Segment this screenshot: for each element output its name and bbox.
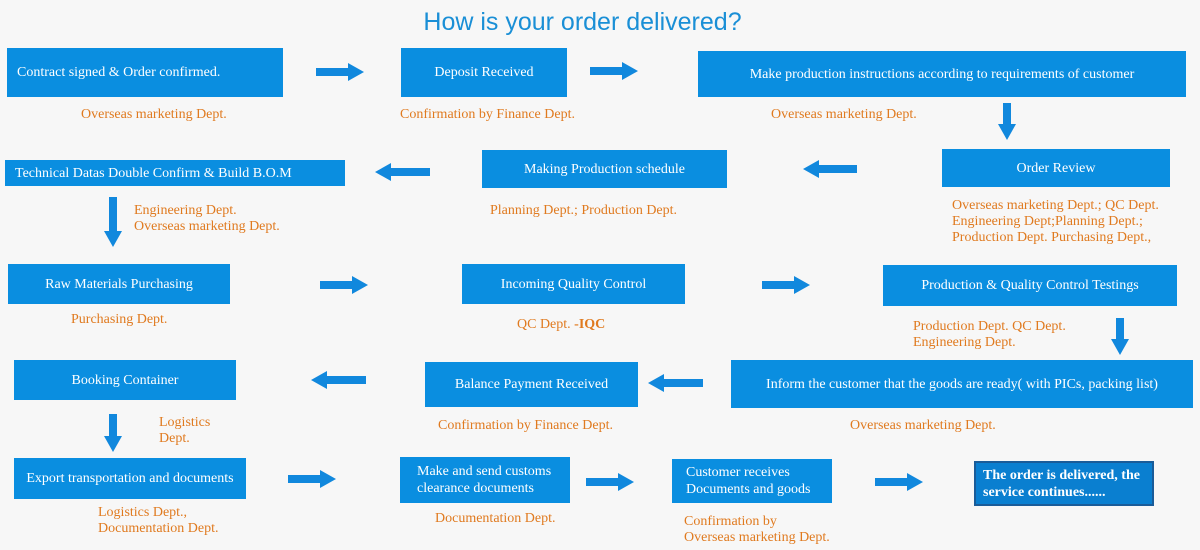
step-production-schedule: Making Production schedule xyxy=(482,150,727,188)
step-export-transportation: Export transportation and documents xyxy=(14,458,246,499)
arrow-review-to-schedule xyxy=(803,160,857,178)
dept-customs: Documentation Dept. xyxy=(435,511,556,526)
arrow-inform-to-balance xyxy=(648,374,703,392)
arrow-deposit-to-instructions xyxy=(590,62,638,80)
dept-balance: Confirmation by Finance Dept. xyxy=(438,418,613,433)
step-balance-payment: Balance Payment Received xyxy=(425,362,638,407)
arrow-technical-to-raw xyxy=(104,197,122,247)
dept-technical: Engineering Dept. Overseas marketing Dep… xyxy=(134,203,280,234)
arrow-export-to-customs xyxy=(288,470,336,488)
step-production-instructions: Make production instructions according t… xyxy=(698,51,1186,97)
diagram-title: How is your order delivered? xyxy=(423,8,742,36)
dept-booking: Logistics Dept. xyxy=(159,415,211,446)
step-deposit: Deposit Received xyxy=(401,48,567,97)
arrow-iqc-to-testing xyxy=(762,276,810,294)
arrow-instructions-to-review xyxy=(998,103,1016,140)
step-technical-datas: Technical Datas Double Confirm & Build B… xyxy=(5,160,345,186)
step-contract: Contract signed & Order confirmed. xyxy=(7,48,283,97)
dept-testing: Production Dept. QC Dept. Engineering De… xyxy=(913,319,1066,350)
step-iqc: Incoming Quality Control xyxy=(462,264,685,304)
dept-instructions: Overseas marketing Dept. xyxy=(771,107,917,122)
arrow-contract-to-deposit xyxy=(316,63,364,81)
dept-receives: Confirmation by Overseas marketing Dept. xyxy=(684,514,830,545)
step-raw-materials: Raw Materials Purchasing xyxy=(8,264,230,304)
dept-export: Logistics Dept., Documentation Dept. xyxy=(98,505,219,536)
arrow-testing-to-inform xyxy=(1111,318,1129,355)
dept-inform: Overseas marketing Dept. xyxy=(850,418,996,433)
step-testing: Production & Quality Control Testings xyxy=(883,265,1177,306)
arrow-receives-to-delivered xyxy=(875,473,923,491)
arrow-schedule-to-technical xyxy=(375,163,430,181)
step-booking-container: Booking Container xyxy=(14,360,236,400)
dept-contract: Overseas marketing Dept. xyxy=(81,107,227,122)
dept-deposit: Confirmation by Finance Dept. xyxy=(400,107,575,122)
arrow-booking-to-export xyxy=(104,414,122,452)
step-inform-customer: Inform the customer that the goods are r… xyxy=(731,360,1193,408)
dept-iqc: QC Dept. -IQC xyxy=(517,317,606,332)
step-order-review: Order Review xyxy=(942,149,1170,187)
dept-order-review: Overseas marketing Dept.; QC Dept. Engin… xyxy=(952,198,1159,245)
dept-schedule: Planning Dept.; Production Dept. xyxy=(490,203,678,218)
dept-raw-materials: Purchasing Dept. xyxy=(71,312,168,327)
step-customs-documents: Make and send customs clearance document… xyxy=(400,457,570,503)
arrow-customs-to-receives xyxy=(586,473,634,491)
arrow-raw-to-iqc xyxy=(320,276,368,294)
arrow-balance-to-booking xyxy=(311,371,366,389)
step-order-delivered: The order is delivered, the service cont… xyxy=(974,461,1154,506)
step-customer-receives: Customer receives Documents and goods xyxy=(672,459,832,503)
